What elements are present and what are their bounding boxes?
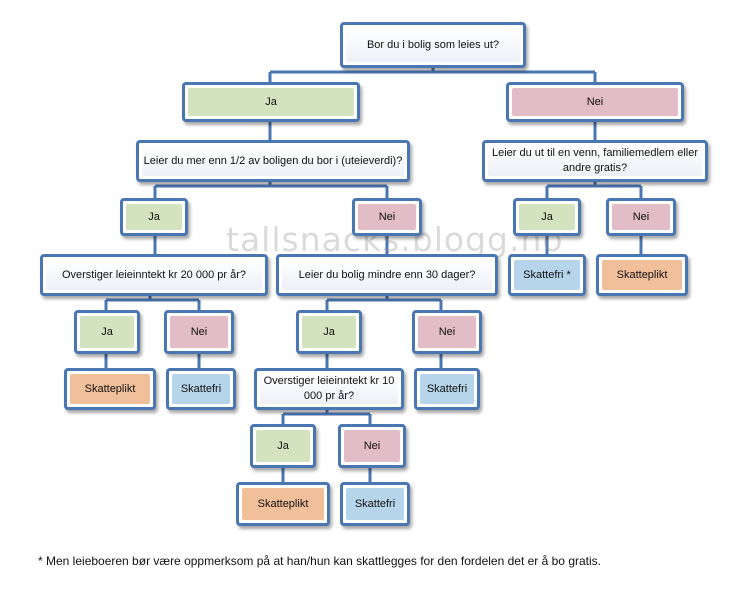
result-tax-free-note: Skattefri * (523, 268, 571, 281)
income20000-result-tax-free: Skattefri (180, 382, 222, 395)
result-taxable: Skatteplikt (616, 268, 668, 281)
free-yes-label: Ja (541, 210, 553, 223)
income10000-yes-box: Ja (250, 424, 316, 468)
question-under-30-days-box: Leier du bolig mindre enn 30 dager? (276, 254, 498, 296)
income20000-no-box: Nei (164, 310, 234, 354)
days30-yes-label: Ja (323, 325, 335, 338)
answer-no-box: Nei (506, 82, 684, 122)
half-no-box: Nei (352, 198, 422, 236)
days30-result-tax-free: Skattefri (426, 382, 468, 395)
free-yes-box: Ja (513, 198, 581, 236)
question-income-10000: Overstiger leieinntekt kr 10 000 pr år? (263, 375, 395, 402)
income20000-yes-label: Ja (101, 325, 113, 338)
income20000-result-taxable-box: Skatteplikt (64, 368, 156, 410)
answer-yes-label: Ja (265, 95, 277, 108)
income20000-result-taxable: Skatteplikt (84, 382, 136, 395)
answer-no-label: Nei (586, 95, 604, 108)
income20000-no-label: Nei (190, 325, 208, 338)
days30-yes-box: Ja (296, 310, 362, 354)
question-income-10000-box: Overstiger leieinntekt kr 10 000 pr år? (254, 368, 404, 410)
income10000-result-taxable: Skatteplikt (257, 497, 309, 510)
question-rent-free: Leier du ut til en venn, familiemedlem e… (491, 147, 699, 174)
income10000-result-taxable-box: Skatteplikt (236, 482, 330, 526)
result-tax-free-box: Skattefri * (508, 254, 586, 296)
question-under-30-days: Leier du bolig mindre enn 30 dager? (298, 268, 476, 281)
days30-no-box: Nei (412, 310, 482, 354)
free-no-label: Nei (632, 210, 650, 223)
free-no-box: Nei (606, 198, 676, 236)
days30-no-label: Nei (438, 325, 456, 338)
half-no-label: Nei (378, 210, 396, 223)
income20000-result-tax-free-box: Skattefri (166, 368, 236, 410)
half-yes-box: Ja (120, 198, 188, 236)
root-question-box: Bor du i bolig som leies ut? (340, 22, 526, 68)
result-taxable-box: Skatteplikt (596, 254, 688, 296)
question-more-than-half-box: Leier du mer enn 1/2 av boligen du bor i… (136, 140, 410, 182)
income10000-no-label: Nei (363, 439, 381, 452)
root-question: Bor du i bolig som leies ut? (366, 38, 500, 51)
half-yes-label: Ja (148, 210, 160, 223)
income10000-result-tax-free-box: Skattefri (340, 482, 410, 526)
income10000-yes-label: Ja (277, 439, 289, 452)
footnote: * Men leieboeren bør være oppmerksom på … (38, 554, 601, 568)
answer-yes-box: Ja (182, 82, 360, 122)
question-more-than-half: Leier du mer enn 1/2 av boligen du bor i… (143, 154, 403, 167)
question-rent-free-box: Leier du ut til en venn, familiemedlem e… (482, 140, 708, 182)
income20000-yes-box: Ja (74, 310, 140, 354)
days30-result-tax-free-box: Skattefri (414, 368, 480, 410)
question-income-20000-box: Overstiger leieinntekt kr 20 000 pr år? (40, 254, 268, 296)
income10000-no-box: Nei (338, 424, 406, 468)
question-income-20000: Overstiger leieinntekt kr 20 000 pr år? (61, 268, 247, 281)
income10000-result-tax-free: Skattefri (354, 497, 396, 510)
